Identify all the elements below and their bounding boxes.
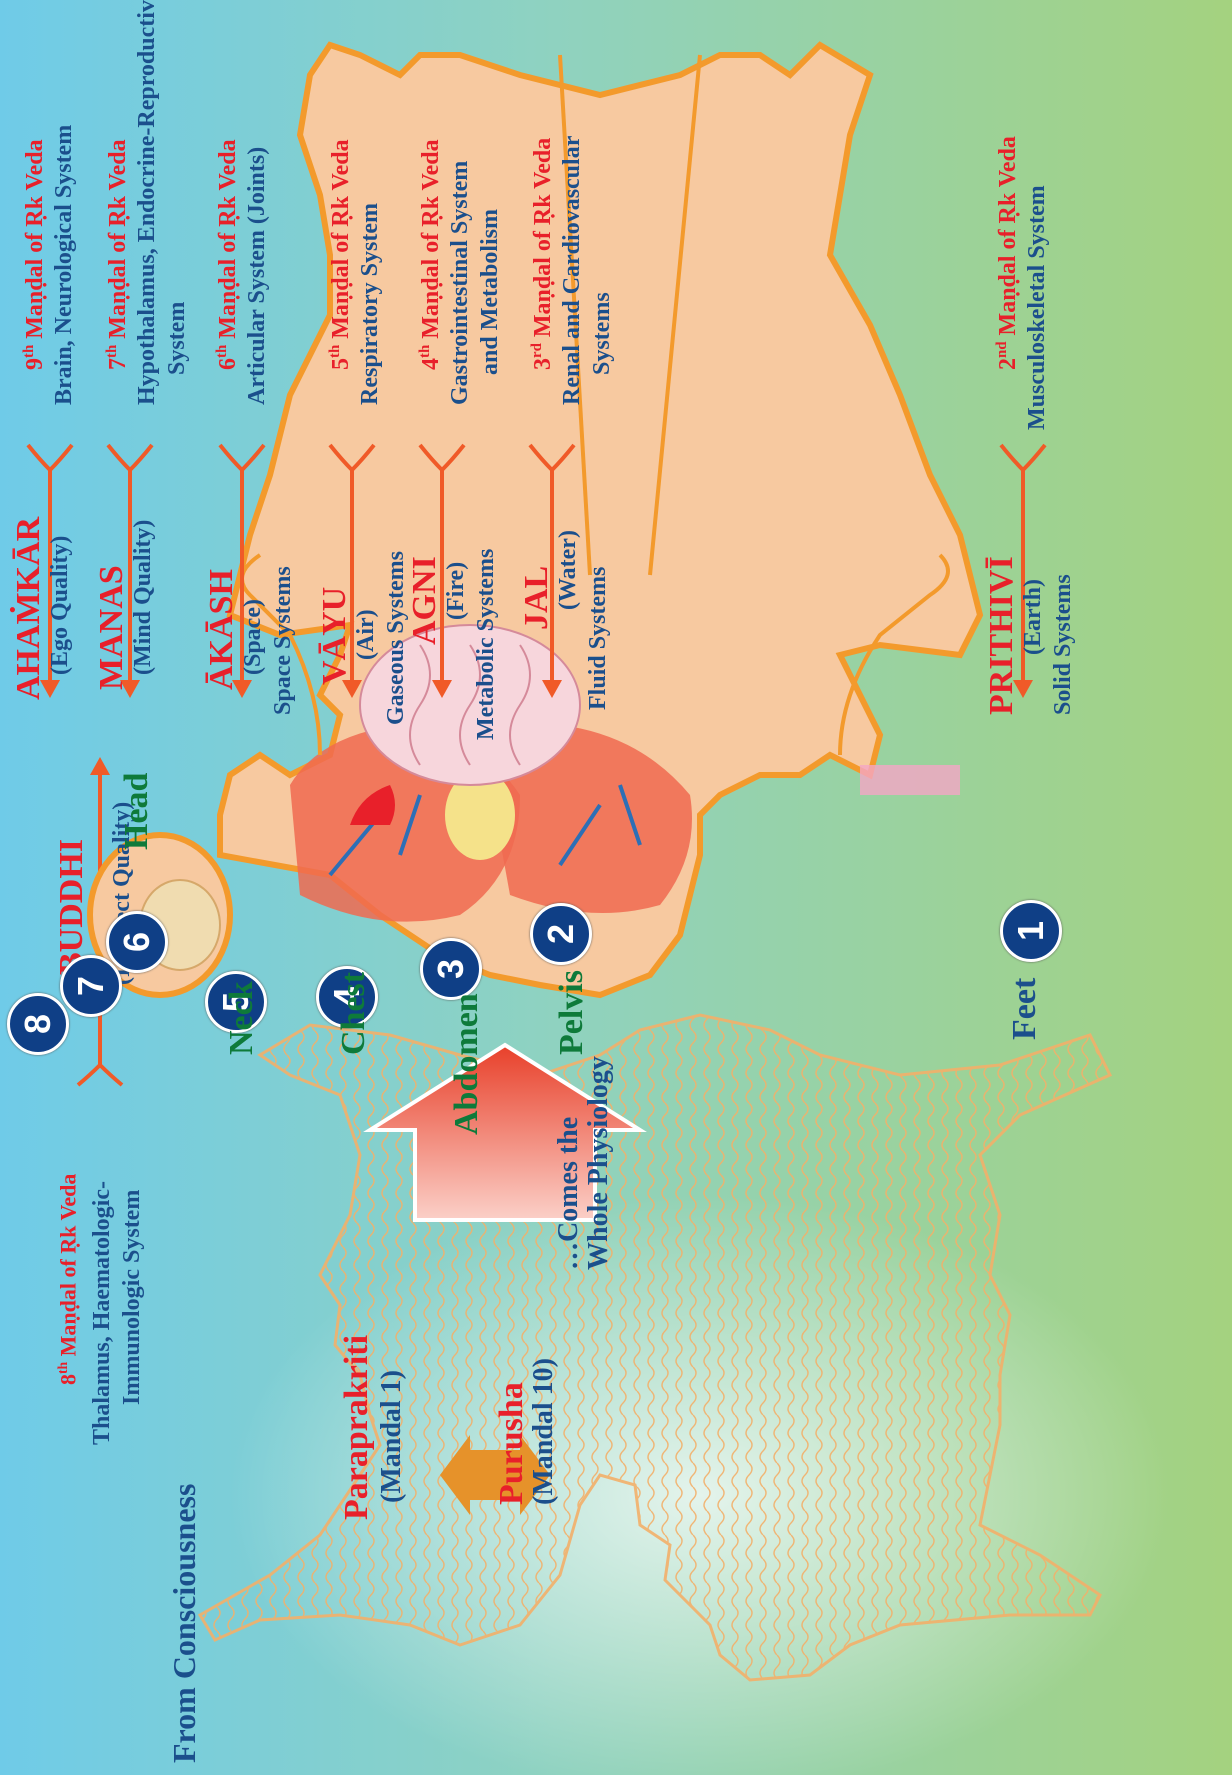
level-system-type-prithivi: Solid Systems xyxy=(1051,574,1075,715)
region-feet: Feet xyxy=(1008,978,1042,1040)
level-mandal-text-agni: Maṇḍal of Ṛk Veda xyxy=(418,139,444,344)
paraprakriti-label: Paraprakriti xyxy=(340,1335,374,1520)
level-quality-ahamkar: (Ego Quality) xyxy=(48,536,72,675)
region-head: Head xyxy=(120,773,154,850)
level-system-ahamkar-0: Brain, Neurological System xyxy=(52,125,76,405)
level-mandal-sup-agni: th xyxy=(417,345,433,358)
level-quality-jal: (Water) xyxy=(556,530,580,610)
level-system-akash-0: Articular System (Joints) xyxy=(245,147,269,405)
level-name-akash: ĀKĀSH xyxy=(205,569,239,690)
badge-7: 7 xyxy=(60,955,122,1017)
region-chest: Chest xyxy=(337,972,371,1055)
level-mandal-ordinal-akash: 6 xyxy=(215,358,241,370)
level-mandal-text-manas: Maṇḍal of Ṛk Veda xyxy=(105,139,131,344)
level-name-jal: JAL xyxy=(520,566,554,630)
level-mandal-text-ahamkar: Maṇḍal of Ṛk Veda xyxy=(22,139,48,344)
level-name-vayu: VĀYU xyxy=(318,587,352,685)
source-label: From Consciousness xyxy=(168,1484,200,1763)
paraprakriti-sub: (Mandal 1) xyxy=(378,1370,406,1503)
buddhi-system-line1: Thalamus, Haematologic- xyxy=(90,1181,114,1445)
badge-8: 8 xyxy=(7,993,69,1055)
level-mandal-jal: 3rd Maṇḍal of Ṛk Veda xyxy=(530,138,555,370)
level-quality-prithivi: (Earth) xyxy=(1021,579,1045,655)
level-system-manas-1: System xyxy=(165,302,189,375)
buddhi-mandal: 8th Maṇḍal of Ṛk Veda xyxy=(56,1174,79,1385)
level-quality-agni: (Fire) xyxy=(444,562,468,620)
level-mandal-sup-akash: th xyxy=(214,345,230,358)
buddhi-mandal-sup: th xyxy=(55,1362,70,1374)
level-system-agni-1: and Metabolism xyxy=(478,209,502,375)
level-system-type-jal: Fluid Systems xyxy=(586,567,610,710)
level-mandal-ordinal-agni: 4 xyxy=(418,358,444,370)
buddhi-mandal-text: Maṇḍal of Ṛk Veda xyxy=(55,1174,80,1362)
level-quality-manas: (Mind Quality) xyxy=(131,520,155,675)
level-mandal-sup-prithivi: nd xyxy=(994,341,1010,358)
level-mandal-sup-vayu: th xyxy=(327,345,343,358)
badge-2: 2 xyxy=(530,903,592,965)
level-name-prithivi: PRITHIVĪ xyxy=(985,556,1019,715)
level-mandal-ordinal-jal: 3 xyxy=(530,358,556,370)
region-pelvis: Pelvis xyxy=(555,970,589,1055)
badge-6: 6 xyxy=(106,911,168,973)
level-system-type-agni: Metabolic Systems xyxy=(474,549,498,740)
level-mandal-vayu: 5th Maṇḍal of Ṛk Veda xyxy=(328,139,353,370)
level-quality-akash: (Space) xyxy=(241,599,265,675)
badge-3: 3 xyxy=(420,938,482,1000)
level-system-type-akash: Space Systems xyxy=(271,566,295,715)
whole-physiology-line2: Whole Physiology xyxy=(585,1056,613,1270)
level-mandal-ahamkar: 9th Maṇḍal of Ṛk Veda xyxy=(22,139,47,370)
region-neck: Neck xyxy=(225,981,259,1055)
level-system-manas-0: Hypothalamus, Endocrine-Reproductive xyxy=(135,0,159,405)
region-abdomen: Abdomen xyxy=(450,993,484,1135)
level-mandal-text-prithivi: Maṇḍal of Ṛk Veda xyxy=(995,136,1021,341)
level-mandal-sup-jal: rd xyxy=(529,343,545,358)
level-mandal-text-vayu: Maṇḍal of Ṛk Veda xyxy=(328,139,354,344)
level-mandal-agni: 4th Maṇḍal of Ṛk Veda xyxy=(418,139,443,370)
level-name-agni: AGNI xyxy=(408,556,442,645)
purusha-sub: (Mandal 10) xyxy=(530,1358,558,1505)
level-mandal-ordinal-prithivi: 2 xyxy=(995,358,1021,370)
level-system-vayu-0: Respiratory System xyxy=(358,203,382,405)
buddhi-name: BUDDHI xyxy=(55,839,89,975)
level-mandal-text-jal: Maṇḍal of Ṛk Veda xyxy=(530,138,556,343)
level-name-manas: MANAS xyxy=(95,565,129,690)
badge-1: 1 xyxy=(1000,900,1062,962)
buddhi-mandal-ordinal: 8 xyxy=(55,1374,80,1385)
level-system-type-vayu: Gaseous Systems xyxy=(384,551,408,725)
level-system-jal-0: Renal and Cardiovascular xyxy=(560,136,584,405)
level-mandal-manas: 7th Maṇḍal of Ṛk Veda xyxy=(105,139,130,370)
level-name-ahamkar: AHAṀKĀR xyxy=(12,517,46,700)
level-mandal-ordinal-vayu: 5 xyxy=(328,358,354,370)
level-mandal-ordinal-manas: 7 xyxy=(105,358,131,370)
level-mandal-akash: 6th Maṇḍal of Ṛk Veda xyxy=(215,139,240,370)
level-mandal-text-akash: Maṇḍal of Ṛk Veda xyxy=(215,139,241,344)
whole-physiology-line1: …Comes the xyxy=(555,1117,583,1270)
purusha-label: Purusha xyxy=(495,1382,529,1505)
level-mandal-sup-ahamkar: th xyxy=(21,345,37,358)
buddhi-system-line2: Immunologic System xyxy=(120,1190,144,1405)
level-mandal-prithivi: 2nd Maṇḍal of Ṛk Veda xyxy=(995,136,1020,370)
level-system-jal-1: Systems xyxy=(590,292,614,375)
level-mandal-sup-manas: th xyxy=(104,345,120,358)
level-quality-vayu: (Air) xyxy=(354,609,378,660)
level-system-prithivi-0: Musculoskeletal System xyxy=(1025,185,1049,430)
level-system-agni-0: Gastrointestinal System xyxy=(448,161,472,405)
level-mandal-ordinal-ahamkar: 9 xyxy=(22,358,48,370)
